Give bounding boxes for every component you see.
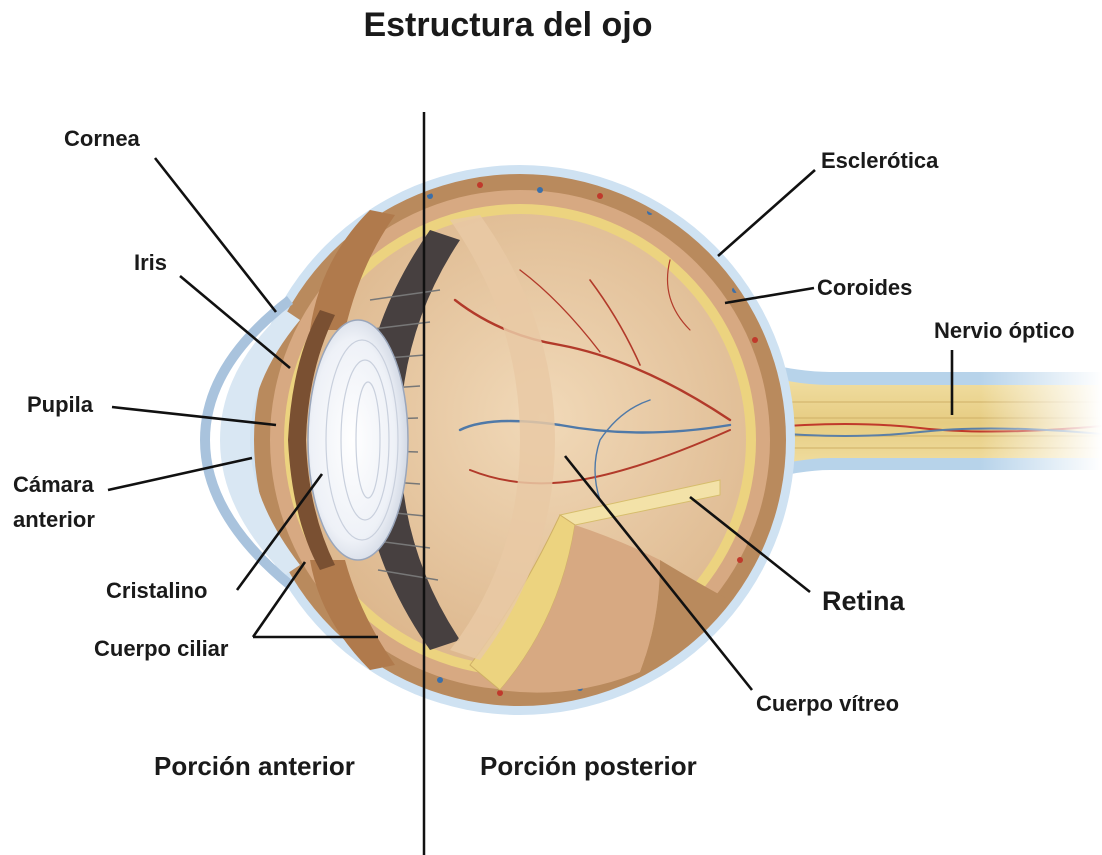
label-cristalino: Cristalino (106, 578, 207, 603)
esclerotica-leader (718, 170, 815, 256)
label-iris: Iris (134, 250, 167, 275)
label-coroides: Coroides (817, 275, 912, 300)
label-cuerpo-vitreo: Cuerpo vítreo (756, 691, 899, 716)
label-esclerotica: Esclerótica (821, 148, 939, 173)
label-porcion-posterior: Porción posterior (480, 751, 697, 781)
label-pupila: Pupila (27, 392, 94, 417)
cornea-leader (155, 158, 276, 312)
label-camara-line1: Cámara (13, 472, 94, 497)
label-porcion-anterior: Porción anterior (154, 751, 355, 781)
label-cornea: Cornea (64, 126, 141, 151)
label-retina: Retina (822, 586, 906, 616)
label-camara-line2: anterior (13, 507, 95, 532)
label-nervio-optico: Nervio óptico (934, 318, 1075, 343)
diagram-title: Estructura del ojo (363, 6, 652, 44)
lens (308, 320, 408, 560)
label-cuerpo-ciliar: Cuerpo ciliar (94, 636, 229, 661)
